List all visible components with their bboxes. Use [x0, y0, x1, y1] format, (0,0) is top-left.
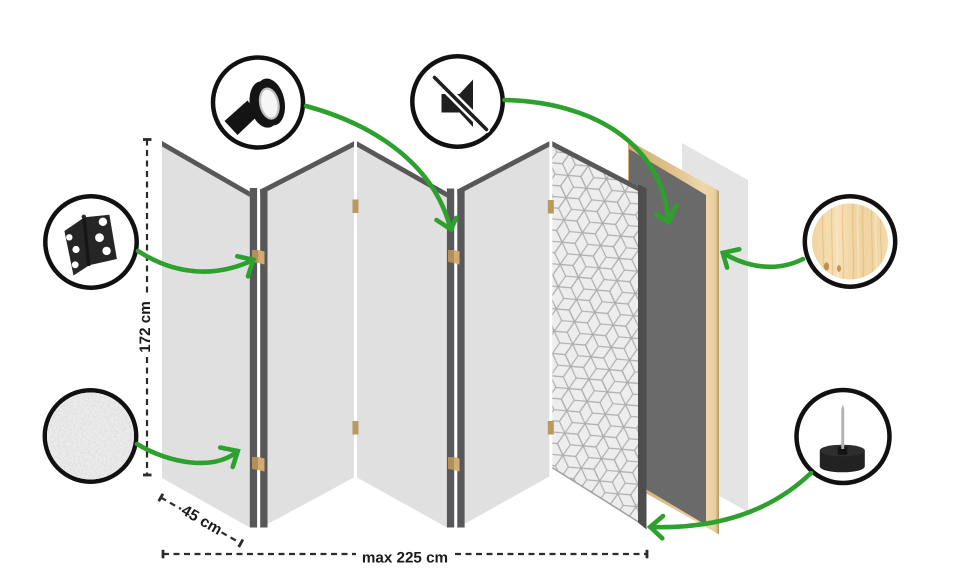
- svg-text:max 225 cm: max 225 cm: [362, 550, 448, 567]
- svg-text:172 cm: 172 cm: [137, 301, 154, 353]
